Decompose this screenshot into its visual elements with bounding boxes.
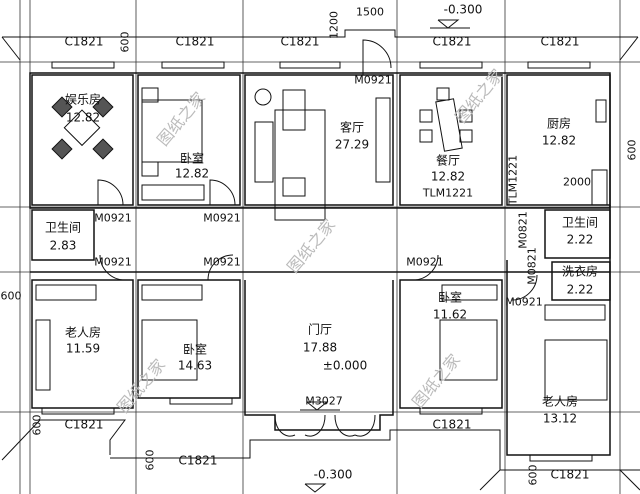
window-label: C1821 (540, 34, 580, 49)
furniture (35, 87, 608, 401)
room-area-bath-left: 2.83 (49, 238, 77, 253)
window-label: C1821 (64, 34, 104, 49)
dining-table (419, 87, 473, 152)
mahjong-table (51, 96, 114, 160)
window-label: C1821 (432, 34, 472, 49)
door-swings (97, 39, 538, 437)
room-area-elder-right: 13.12 (542, 411, 578, 426)
room-area-dining: 12.82 (430, 169, 466, 184)
door-label: M0921 (94, 255, 132, 269)
room-area-living: 27.29 (334, 137, 370, 152)
room-name-living: 客厅 (339, 120, 365, 135)
room-name-bedroom-right: 卧室 (437, 290, 463, 305)
wardrobe (141, 184, 205, 201)
dimension-label: 1200 (327, 11, 341, 39)
wardrobe (441, 284, 498, 301)
walls (29, 72, 611, 456)
roof-eaves (1, 29, 640, 491)
door-label: M0921 (354, 73, 392, 87)
bed (35, 319, 51, 391)
door-label: M0821 (516, 211, 530, 249)
window-label: C1821 (550, 467, 590, 482)
dimension-label: 600 (526, 464, 540, 486)
door-label: M0921 (505, 295, 543, 309)
door-label: TLM1221 (506, 154, 520, 206)
elevation-markers (300, 19, 470, 493)
door-label: M0921 (406, 255, 444, 269)
room-name-laundry: 洗衣房 (561, 264, 599, 279)
room-area-bedroom-lower: 14.63 (177, 358, 213, 373)
room-area-bedroom-right: 11.62 (432, 307, 468, 322)
window-label: C1821 (432, 417, 472, 432)
bed (141, 319, 198, 381)
dimension-label: 600 (625, 139, 639, 161)
elevation-label: ±0.000 (322, 358, 368, 373)
wardrobe (35, 284, 97, 301)
tv-cabinet (375, 97, 391, 183)
room-area-laundry: 2.22 (566, 282, 594, 297)
windows (41, 61, 593, 462)
room-name-foyer: 门厅 (307, 322, 333, 337)
dimension-label: 600 (30, 414, 44, 436)
room-area-kitchen: 12.82 (541, 133, 577, 148)
bed (141, 87, 203, 177)
dimension-label: 600 (118, 31, 132, 53)
dimension-label: 600 (143, 449, 157, 471)
room-name-bath-right: 卫生间 (561, 215, 599, 230)
room-area-elder-left: 11.59 (65, 341, 101, 356)
room-name-bath-left: 卫生间 (44, 220, 82, 235)
stove (591, 99, 608, 206)
window-label: C1821 (280, 34, 320, 49)
room-area-bath-right: 2.22 (566, 232, 594, 247)
door-label: TLM1221 (422, 186, 474, 200)
room-name-dining: 餐厅 (435, 153, 461, 168)
window-label: C1821 (64, 417, 104, 432)
door-label: M0921 (94, 211, 132, 225)
wardrobe (141, 284, 203, 301)
dimension-label: 1500 (356, 5, 384, 19)
window-label: C1821 (178, 453, 218, 468)
room-area-entertainment: 12.82 (65, 110, 101, 125)
room-name-bedroom-lower: 卧室 (182, 342, 208, 357)
room-area-foyer: 17.88 (302, 340, 338, 355)
elevation-label: -0.300 (313, 467, 353, 482)
room-name-kitchen: 厨房 (546, 116, 572, 131)
dimension-label: 2000 (563, 175, 591, 189)
sofa-set (254, 88, 326, 221)
door-label: M0821 (525, 247, 539, 285)
window-label: C1821 (175, 34, 215, 49)
bed (439, 319, 498, 381)
door-label: M0921 (203, 211, 241, 225)
room-area-bedroom: 12.82 (174, 166, 210, 181)
wardrobe (544, 304, 606, 321)
elevation-label: -0.300 (443, 2, 483, 17)
bed (544, 339, 608, 401)
room-name-elder-left: 老人房 (64, 325, 102, 340)
door-label: M0921 (203, 255, 241, 269)
door-label: M3027 (305, 394, 343, 408)
room-name-bedroom: 卧室 (179, 151, 205, 166)
room-name-elder-right: 老人房 (541, 394, 579, 409)
room-name-entertainment: 娱乐房 (64, 92, 102, 107)
dimension-label: 600 (0, 289, 22, 303)
